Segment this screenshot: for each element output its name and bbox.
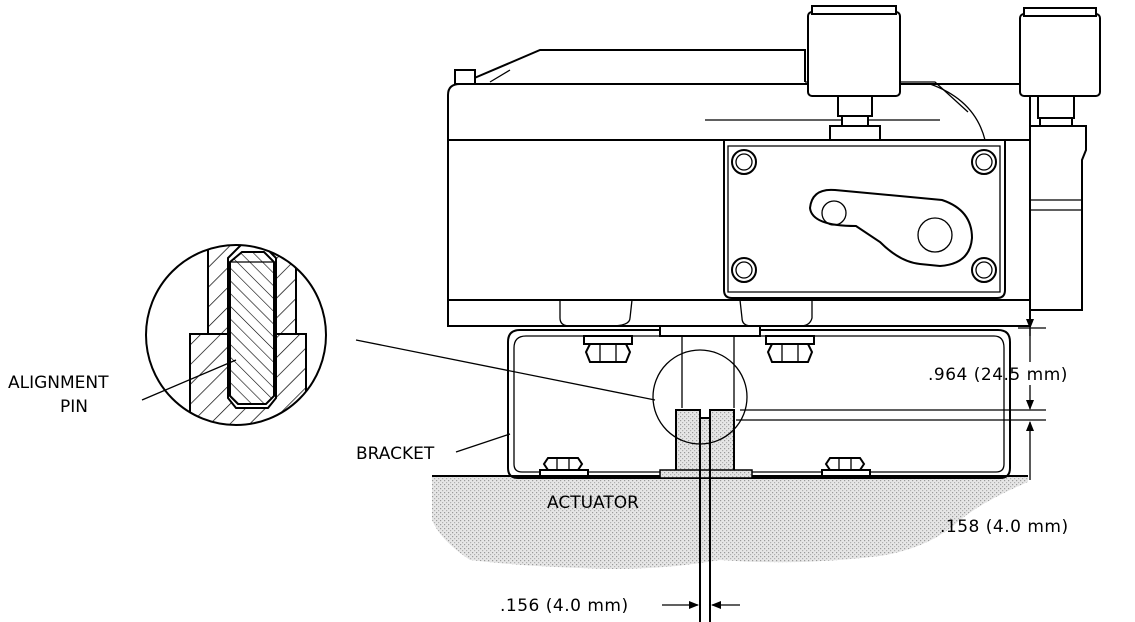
bracket-label: BRACKET [356,444,435,464]
gauge-right [1019,7,1101,311]
bracket-leader [455,433,511,453]
upper-nut-right [765,335,815,363]
dimension-pin-width: .156 (4.0 mm) [500,596,629,616]
detail-leader [355,339,656,401]
detail-magnified [145,244,327,426]
lower-nut-left [539,457,589,477]
bracket [507,325,1011,479]
lower-nut-right [821,457,871,477]
feedback-plate [723,139,1006,299]
alignment-pin-leader [141,359,237,401]
alignment-pin-label-line2: PIN [60,397,88,417]
alignment-pin-label-line1: ALIGNMENT [8,373,109,393]
detail-circle-small [652,349,748,445]
dimension-lines [662,319,1046,609]
actuator-body [432,475,1028,569]
dimension-top-gap: .964 (24.5 mm) [928,365,1068,385]
dimension-lower-gap: .158 (4.0 mm) [940,517,1069,537]
upper-nut-left [583,335,633,363]
actuator-label: ACTUATOR [547,493,639,513]
shaft-assembly [659,336,753,622]
